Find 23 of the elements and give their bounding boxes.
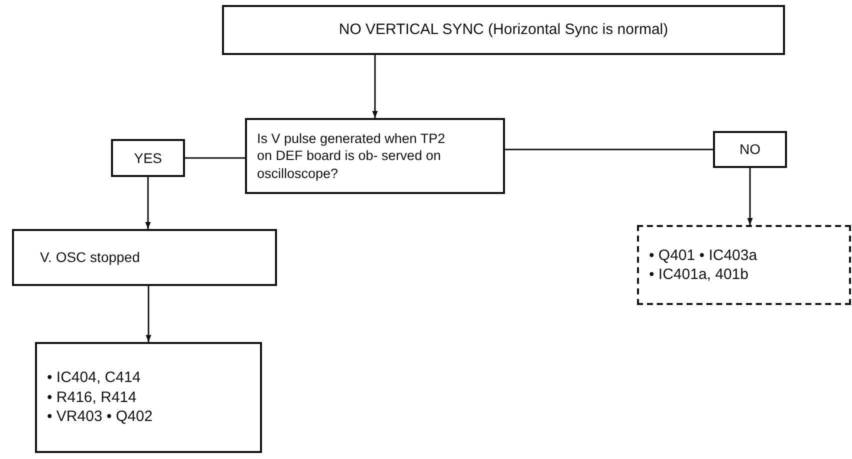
- node-text: NO: [740, 140, 760, 159]
- process-box: [222, 5, 785, 55]
- connector-line: [505, 148, 713, 150]
- node-text: V. OSC stopped: [40, 248, 140, 267]
- node-text: Is V pulse generated when TP2 on DEF board is ob- served on oscilloscope?: [257, 130, 446, 182]
- dashed-box: [637, 225, 851, 305]
- process-box: [35, 342, 262, 453]
- node-text: NO VERTICAL SYNC (Horizontal Sync is normal): [338, 20, 668, 40]
- arrow: [372, 55, 378, 118]
- connector-line: [185, 157, 245, 159]
- node-text: YES: [134, 148, 162, 168]
- process-box: [12, 229, 277, 286]
- decision-box: [245, 118, 505, 194]
- node-text: • R416, R414: [47, 388, 136, 408]
- node-text: • IC401a, 401b: [649, 265, 748, 284]
- process-box: [111, 139, 185, 177]
- node-text: • VR403 • Q402: [47, 407, 153, 427]
- arrow: [747, 168, 753, 225]
- process-box: [713, 131, 787, 168]
- arrow: [146, 286, 152, 342]
- node-text: • IC404, C414: [47, 368, 141, 388]
- arrow: [145, 177, 151, 229]
- node-text: • Q401 • IC403a: [649, 246, 758, 265]
